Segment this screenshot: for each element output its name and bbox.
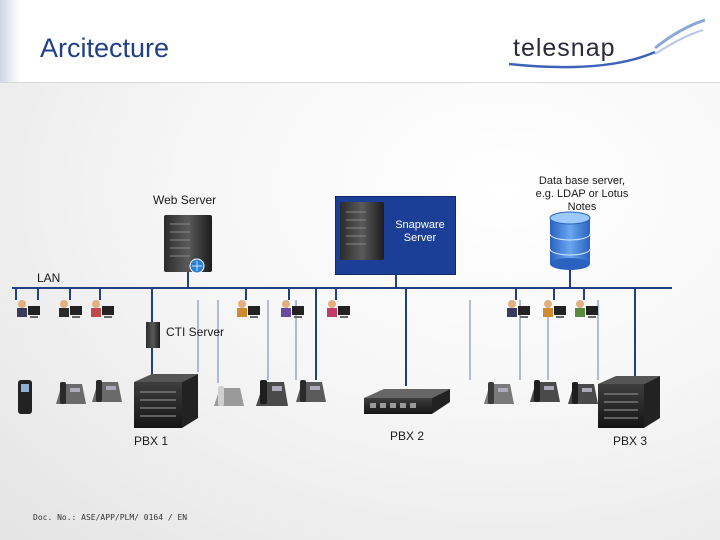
desk-phone-icon [530,380,560,402]
pbx2-icon [364,389,450,414]
workstation-icons [17,300,598,318]
desk-phone-icon [296,380,326,402]
cti-server-label: CTI Server [166,325,225,339]
desk-phone-icon [92,380,122,402]
phone-icons [18,380,598,414]
mobile-phone-icon [18,380,32,414]
header-divider [0,82,720,83]
document-number: Doc. No.: ASE/APP/PLM/ 0164 / EN [33,513,188,522]
network-lines [12,270,672,386]
snapware-server-icon [340,202,384,260]
desk-phone-icon [214,386,244,406]
desk-phone-icon [56,382,86,404]
header-accent [0,0,20,82]
pbx3-label: PBX 3 [613,434,648,448]
slide-title: Arcitecture [40,33,170,63]
desk-phone-icon [568,382,598,404]
database-icon [549,211,591,270]
pbx1-icon [134,374,198,428]
snapware-server-label: Snapware Server [395,219,445,244]
database-server-label: Data base server, e.g. LDAP or Lotus Not… [535,175,629,213]
desk-phone-icon [484,382,514,404]
pbx2-label: PBX 2 [390,429,425,443]
web-server-icon [164,215,212,274]
svg-text:telesnap: telesnap [513,34,616,62]
web-server-label: Web Server [153,193,217,207]
pbx3-icon [598,376,660,428]
cti-server-icon [146,322,160,348]
lan-label: LAN [37,271,61,285]
pbx1-label: PBX 1 [134,434,169,448]
desk-phone-icon [256,380,288,406]
header-bar [0,0,720,82]
telesnap-logo: telesnap [508,18,705,69]
